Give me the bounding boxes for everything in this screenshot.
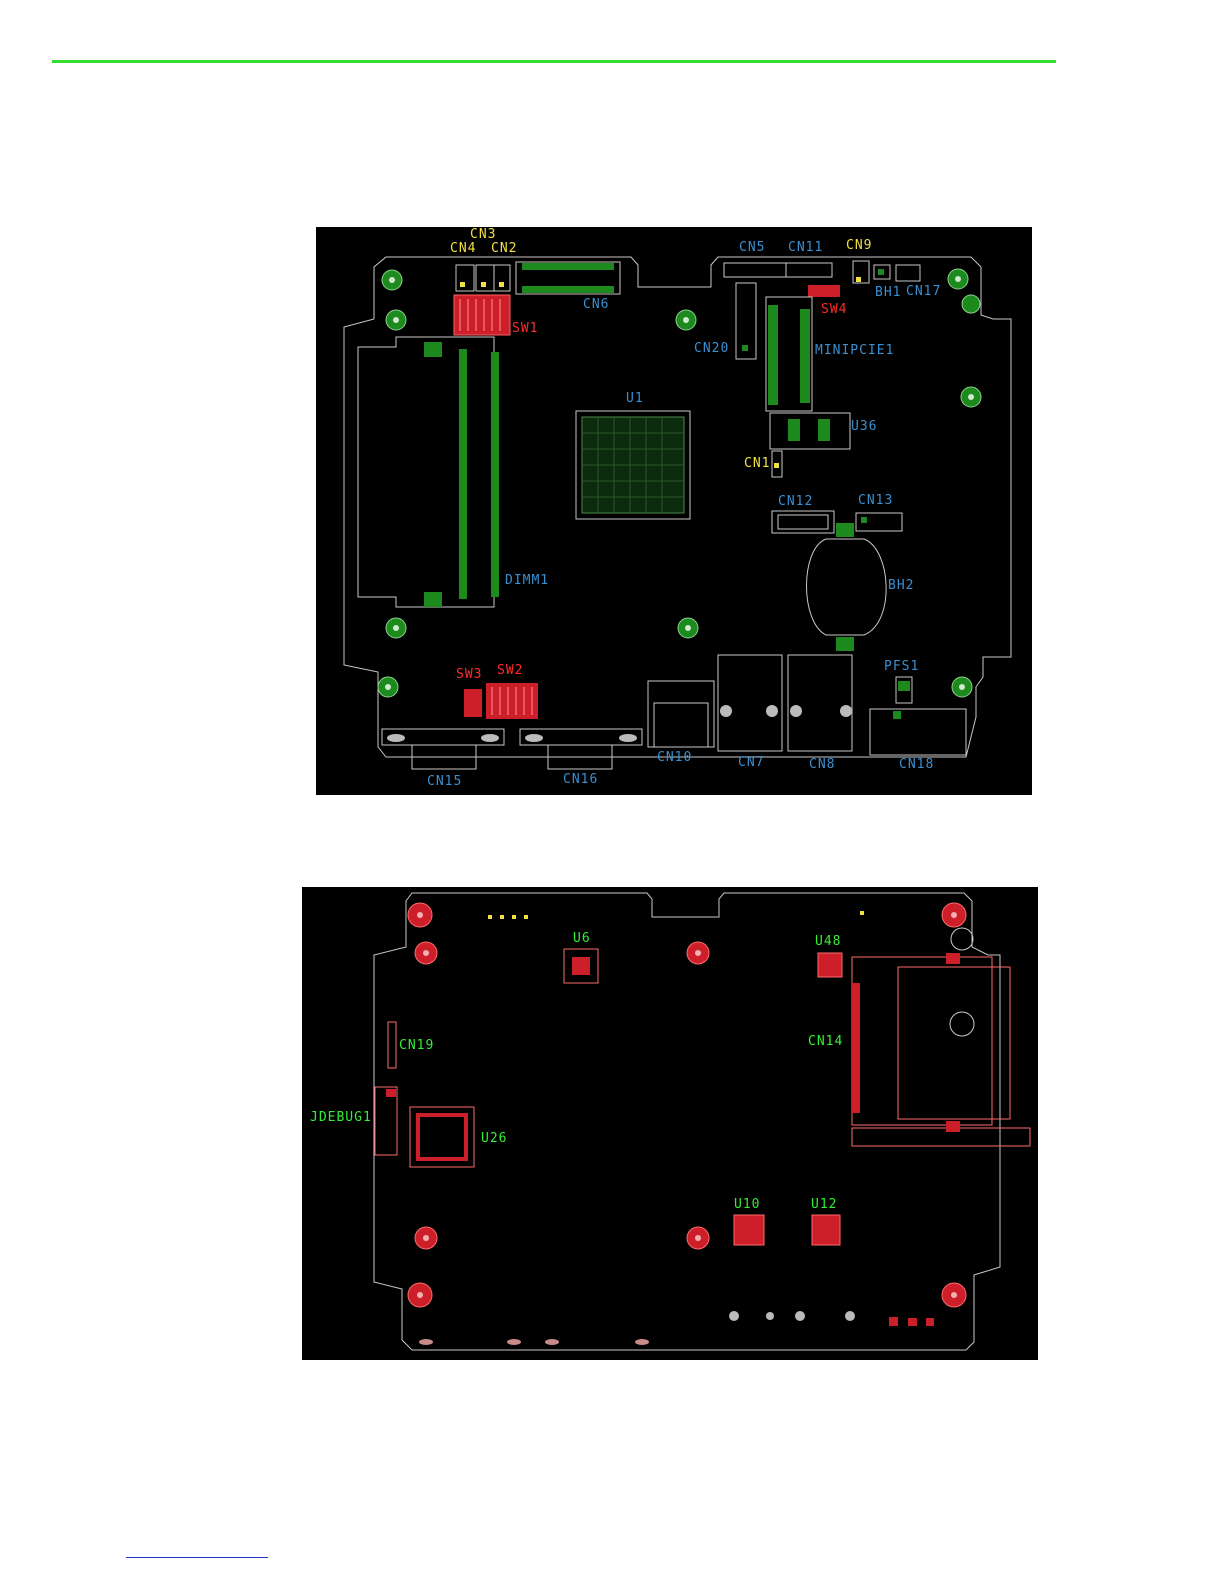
cn2-cn3-cn4-headers [456, 265, 510, 291]
label-cn10: CN10 [657, 751, 692, 764]
label-pfs1: PFS1 [884, 660, 919, 673]
sw3-switch [464, 689, 482, 717]
dimm1-socket [358, 337, 494, 607]
label-cn11: CN11 [788, 241, 823, 254]
label-u6: U6 [573, 932, 591, 945]
pcb-top-side-view: CN3 CN4 CN2 CN5 CN11 CN9 SW1 CN6 BH1 CN1… [316, 227, 1032, 795]
label-cn9: CN9 [846, 239, 872, 252]
label-cn17: CN17 [906, 285, 941, 298]
pcb-bottom-side-view: U6 U48 CN19 CN14 JDEBUG1 U26 U10 U12 [302, 887, 1038, 1360]
label-bh2: BH2 [888, 579, 914, 592]
label-minipcie1: MINIPCIE1 [815, 344, 894, 357]
label-cn20: CN20 [694, 342, 729, 355]
label-bh1: BH1 [875, 286, 901, 299]
label-cn14: CN14 [808, 1035, 843, 1048]
cn19-connector [388, 1022, 396, 1068]
u10-chip [734, 1215, 764, 1245]
label-u26: U26 [481, 1132, 507, 1145]
label-cn13: CN13 [858, 494, 893, 507]
sw4-switch [808, 285, 840, 297]
label-cn12: CN12 [778, 495, 813, 508]
header-rule [52, 60, 1056, 63]
label-cn3: CN3 [470, 228, 496, 241]
sw2-switch [486, 683, 538, 719]
mounting-holes [408, 903, 966, 1307]
sw1-switch [454, 295, 510, 335]
cn8-connector [788, 655, 852, 751]
cn11-connector [786, 263, 832, 277]
cn10-connector [648, 681, 714, 747]
cn7-connector [718, 655, 782, 751]
u12-chip [812, 1215, 840, 1245]
label-cn1: CN1 [744, 457, 770, 470]
label-sw4: SW4 [821, 303, 847, 316]
label-cn19: CN19 [399, 1039, 434, 1052]
label-cn2: CN2 [491, 242, 517, 255]
label-cn6: CN6 [583, 298, 609, 311]
label-cn4: CN4 [450, 242, 476, 255]
label-cn7: CN7 [738, 756, 764, 769]
cn14-slot [852, 957, 992, 1125]
label-cn8: CN8 [809, 758, 835, 771]
cn5-connector [724, 263, 786, 277]
label-u1: U1 [626, 392, 644, 405]
label-u48: U48 [815, 935, 841, 948]
label-jdebug1: JDEBUG1 [310, 1111, 372, 1124]
label-sw3: SW3 [456, 668, 482, 681]
bh2-battery [807, 539, 887, 635]
pcb-top-artwork [316, 227, 1032, 795]
label-u10: U10 [734, 1198, 760, 1211]
u36-chip [770, 413, 850, 449]
jdebug1-connector [375, 1087, 397, 1155]
label-cn5: CN5 [739, 241, 765, 254]
u48-chip [818, 953, 842, 977]
label-cn16: CN16 [563, 773, 598, 786]
label-u12: U12 [811, 1198, 837, 1211]
cn12-connector [772, 511, 834, 533]
label-sw2: SW2 [497, 664, 523, 677]
pcb-bottom-artwork [302, 887, 1038, 1360]
label-u36: U36 [851, 420, 877, 433]
label-cn15: CN15 [427, 775, 462, 788]
label-dimm1: DIMM1 [505, 574, 549, 587]
label-sw1: SW1 [512, 322, 538, 335]
cn17-connector [896, 265, 920, 281]
label-cn18: CN18 [899, 758, 934, 771]
cn18-connector [870, 709, 966, 755]
footer-rule [126, 1557, 268, 1558]
